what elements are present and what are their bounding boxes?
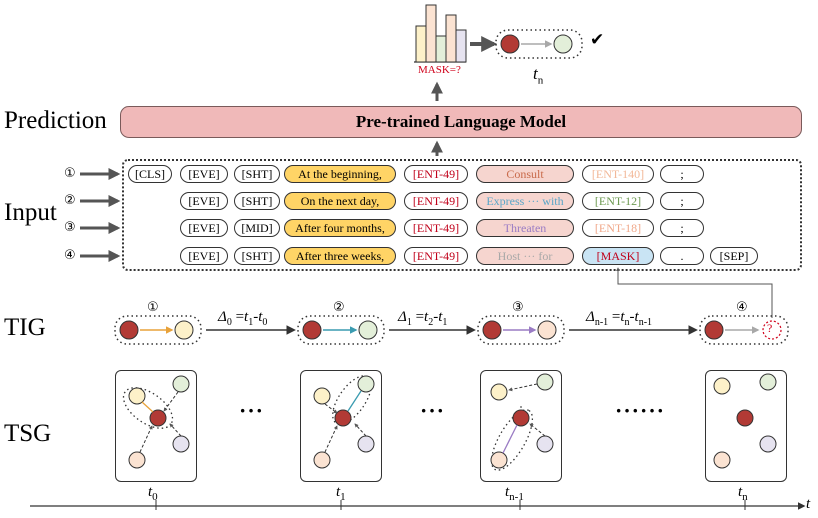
token-separator: ; (660, 192, 704, 210)
tig-marker-1: ① (147, 300, 159, 315)
token-cls: [CLS] (128, 165, 172, 183)
row-marker-2: ② (64, 193, 76, 208)
prediction-label: Prediction (4, 107, 107, 134)
row-marker-4: ④ (64, 248, 76, 263)
ellipsis-2: ··· (420, 398, 446, 423)
input-sequence-box (122, 159, 802, 271)
token-relation: Host ··· for (476, 247, 574, 265)
tig-label: TIG (4, 314, 46, 341)
tsg-label: TSG (4, 420, 52, 447)
check-icon: ✔ (590, 30, 605, 49)
tsg-panel-t1 (300, 370, 382, 482)
tig-pair-1 (114, 315, 202, 345)
tick-label-tn: tn (738, 484, 748, 503)
token-time-phrase: After four months, (284, 219, 396, 237)
token-sep: [SEP] (710, 247, 758, 265)
token-separator: ; (660, 165, 704, 183)
token-relation: Threaten (476, 219, 574, 237)
token-eve: [EVE] (180, 247, 228, 265)
token-period: . (660, 247, 704, 265)
row-marker-1: ① (64, 166, 76, 181)
output-time-label: tn (533, 64, 544, 87)
tig-pair-4 (699, 315, 789, 345)
pretrained-language-model-box: Pre-trained Language Model (120, 106, 802, 138)
token-mid: [MID] (234, 219, 280, 237)
tig-delta-n-1: Δn-1 =tn-tn-1 (586, 309, 653, 328)
probability-histogram (414, 4, 467, 63)
token-time-phrase: On the next day, (284, 192, 396, 210)
tsg-panel-t0 (115, 370, 197, 482)
token-entity: [ENT-49] (404, 219, 468, 237)
token-sht: [SHT] (234, 192, 280, 210)
ellipsis-1: ··· (239, 398, 265, 423)
token-entity: [ENT-49] (404, 192, 468, 210)
token-entity: [ENT-49] (404, 247, 468, 265)
token-sht: [SHT] (234, 247, 280, 265)
token-separator: ; (660, 219, 704, 237)
tig-pair-3 (477, 315, 565, 345)
token-time-phrase: After three weeks, (284, 247, 396, 265)
time-axis-label: t (806, 496, 811, 512)
token-time-phrase: At the beginning, (284, 165, 396, 183)
token-eve: [EVE] (180, 192, 228, 210)
tig-delta-1: Δ1 =t2-t1 (398, 309, 448, 328)
mask-query-label: MASK=? (418, 64, 461, 76)
token-relation: Consult (476, 165, 574, 183)
model-label: Pre-trained Language Model (355, 112, 567, 131)
tsg-panel-tn (705, 370, 787, 482)
token-mask: [MASK] (582, 247, 654, 265)
predicted-quadruple (495, 29, 583, 59)
tig-delta-0: Δ0 =t1-t0 (218, 309, 268, 328)
token-tail-entity: [ENT-18] (582, 219, 654, 237)
token-entity: [ENT-49] (404, 165, 468, 183)
token-sht: [SHT] (234, 165, 280, 183)
query-mark: ? (767, 321, 773, 335)
tig-marker-2: ② (333, 300, 345, 315)
row-arrows (80, 168, 121, 262)
tick-label-t1: t1 (336, 484, 346, 503)
tig-pair-2 (297, 315, 385, 345)
token-tail-entity: [ENT-12] (582, 192, 654, 210)
tig-marker-3: ③ (512, 300, 524, 315)
token-tail-entity: [ENT-140] (582, 165, 654, 183)
token-eve: [EVE] (180, 219, 228, 237)
ellipsis-3: ······ (615, 398, 666, 423)
tsg-panel-tn-1 (480, 370, 562, 482)
token-eve: [EVE] (180, 165, 228, 183)
row-marker-3: ③ (64, 220, 76, 235)
tick-label-t0: t0 (148, 484, 158, 503)
input-label: Input (4, 199, 57, 226)
tig-marker-4: ④ (736, 300, 748, 315)
tick-label-tn-1: tn-1 (505, 484, 524, 503)
token-relation: Express ··· with (476, 192, 574, 210)
